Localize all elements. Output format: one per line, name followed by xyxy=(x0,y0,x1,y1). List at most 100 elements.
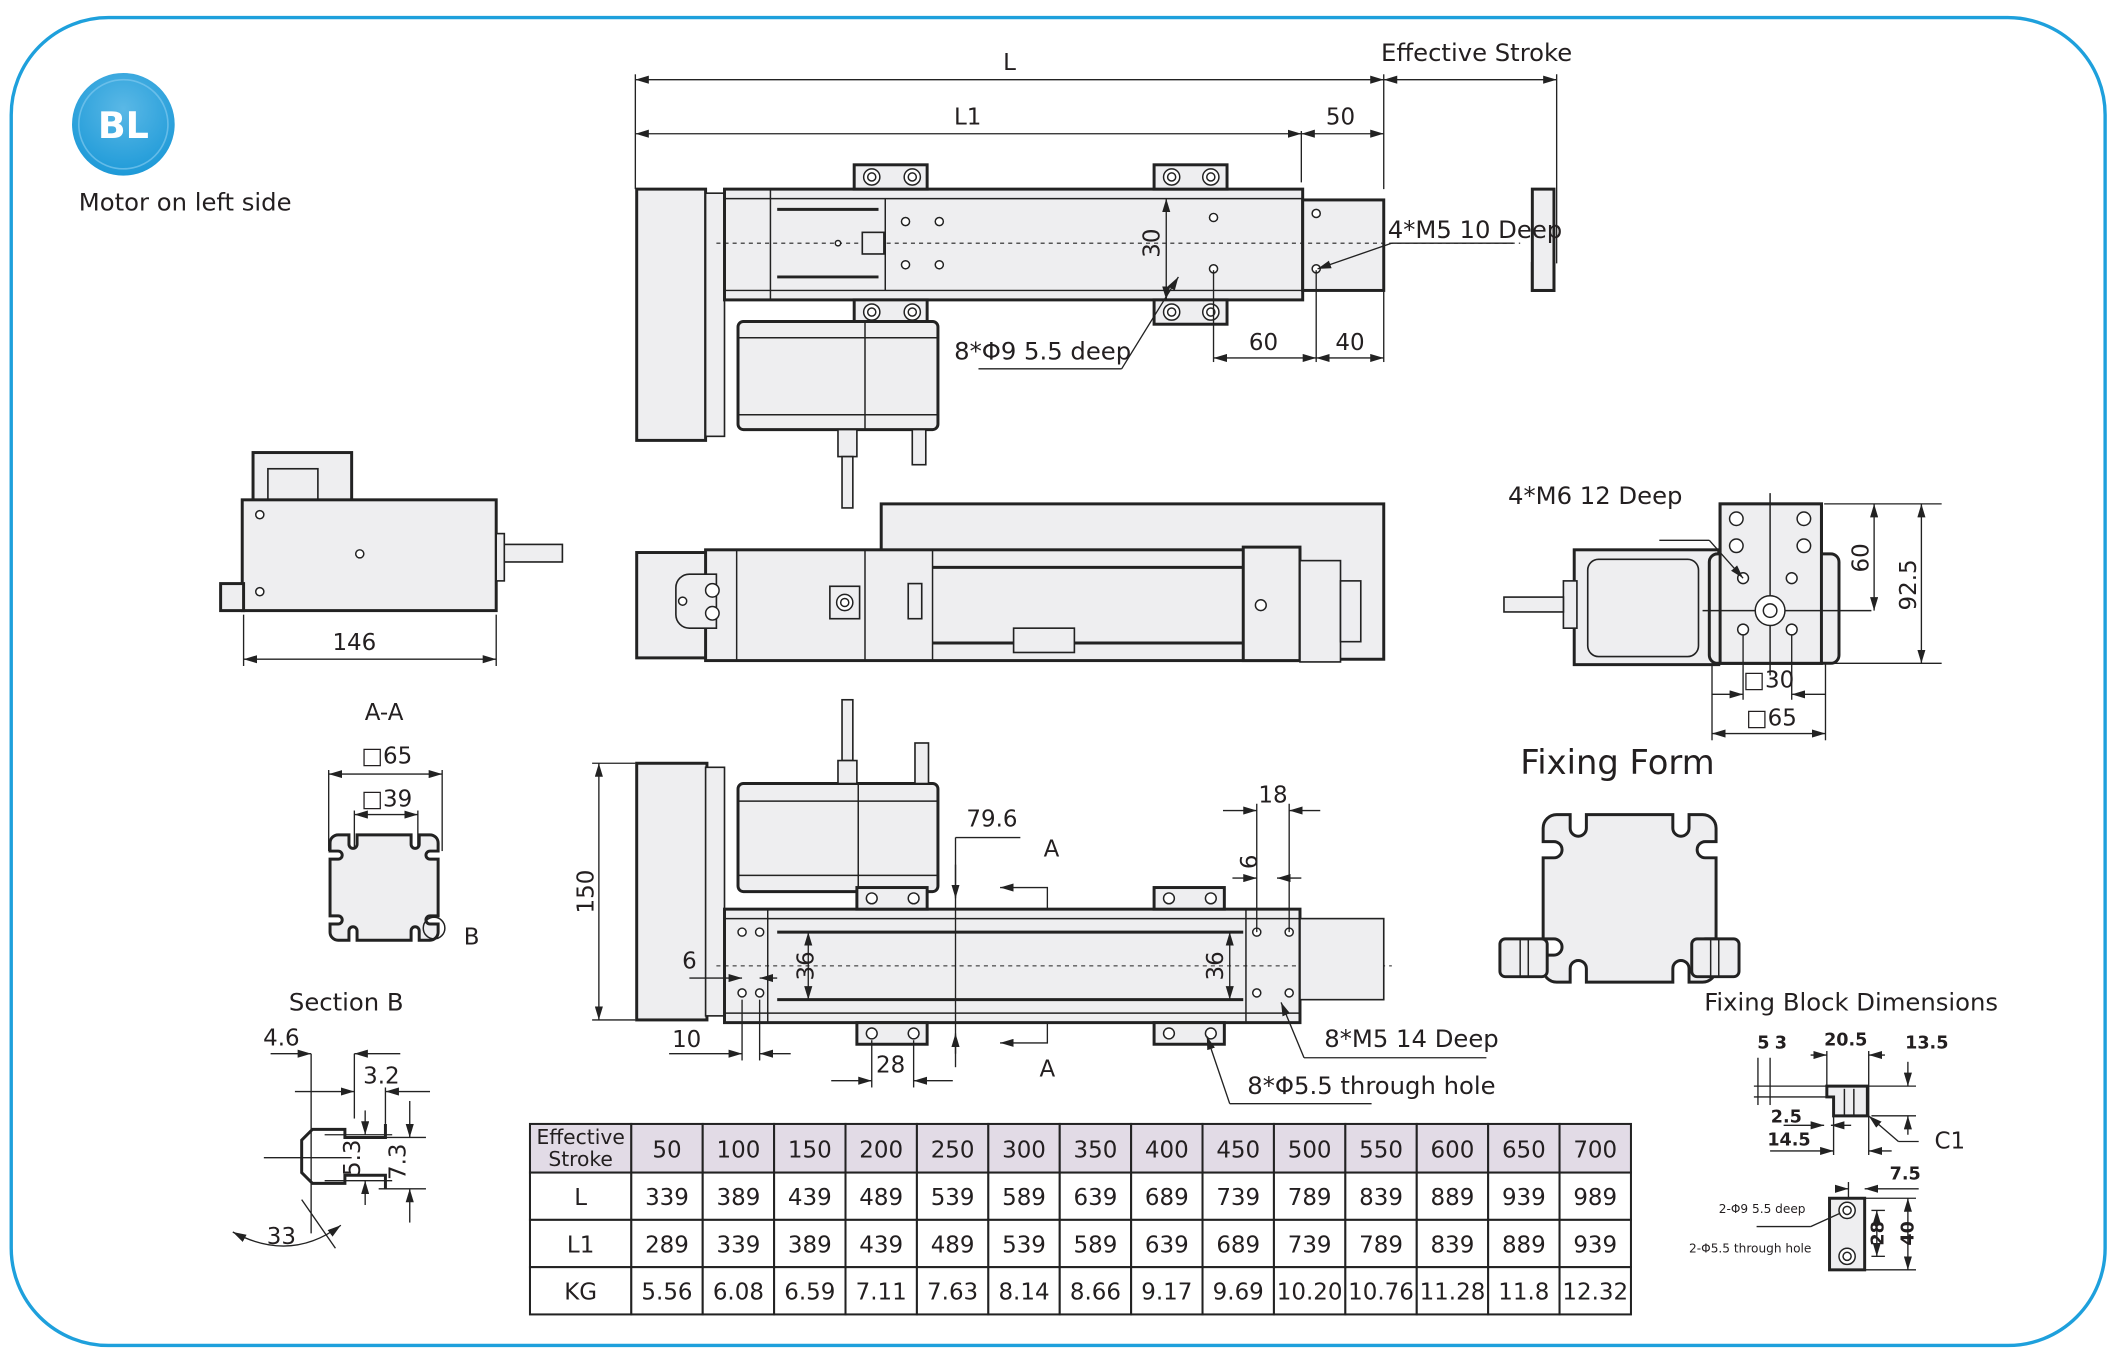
dim-3: 3 xyxy=(1775,1033,1787,1053)
table-cell xyxy=(987,1266,1061,1316)
table-cell-value: 12.32 xyxy=(1562,1280,1628,1306)
table-cell xyxy=(1130,1171,1204,1221)
dim-7-5: 7.5 xyxy=(1890,1164,1921,1184)
dim-13-5: 13.5 xyxy=(1905,1033,1948,1053)
section-b: Section B 4.6 3.2 5.3 7.3 33 xyxy=(232,987,431,1250)
dim-146: 146 xyxy=(332,630,376,656)
table-row-label: KG xyxy=(564,1280,597,1306)
fixing-block-dimensions: Fixing Block Dimensions 5 3 20.5 13.5 2.… xyxy=(1689,987,1998,1272)
dim-40-block: 40 xyxy=(1898,1221,1918,1245)
table-cell-value: 7.63 xyxy=(927,1280,978,1306)
table-cell xyxy=(1415,1266,1490,1316)
dim-6-right: 6 xyxy=(1237,855,1263,870)
table-cell-value: 6.08 xyxy=(713,1280,764,1306)
table-cell-value: 339 xyxy=(716,1232,760,1258)
table-cell xyxy=(1487,1218,1561,1269)
table-cell-value: 689 xyxy=(1216,1232,1260,1258)
marker-b: B xyxy=(464,924,480,950)
bottom-view: 150 79.6 A A 18 6 6 36 36 10 xyxy=(573,698,1499,1105)
table-header-stroke: 550 xyxy=(1359,1138,1403,1164)
dim-c1: C1 xyxy=(1934,1128,1965,1154)
dim-28-block: 28 xyxy=(1869,1221,1889,1245)
table-cell-value: 9.69 xyxy=(1213,1280,1264,1306)
dim-3-2: 3.2 xyxy=(363,1063,400,1089)
table-cell xyxy=(1344,1266,1418,1316)
dim-28: 28 xyxy=(876,1053,905,1079)
table-cell-value: 889 xyxy=(1431,1185,1475,1211)
table-header-stroke: 700 xyxy=(1573,1138,1617,1164)
table-cell-value: 739 xyxy=(1288,1232,1332,1258)
dim-20-5: 20.5 xyxy=(1824,1031,1867,1051)
dim-60-vertical: 60 xyxy=(1849,543,1875,572)
table-header-cell xyxy=(1201,1122,1275,1174)
dim-square-65: □65 xyxy=(1746,705,1797,731)
table-cell-value: 9.17 xyxy=(1141,1280,1192,1306)
table-row-label: L xyxy=(574,1185,587,1211)
table-cell-value: 839 xyxy=(1431,1232,1475,1258)
section-marker-a-top: A xyxy=(1044,836,1060,862)
dim-36-left: 36 xyxy=(794,951,820,980)
table-cell-value: 389 xyxy=(788,1232,832,1258)
top-view: L L1 50 Effective Stroke xyxy=(634,38,1572,509)
table-cell-value: 939 xyxy=(1573,1232,1617,1258)
table-cell xyxy=(1058,1266,1133,1316)
note-4m6-12-deep: 4*M6 12 Deep xyxy=(1508,481,1682,510)
effective-stroke-label: Effective Stroke xyxy=(1381,38,1572,67)
table-header-cell xyxy=(1130,1122,1204,1174)
table-cell-value: 489 xyxy=(931,1232,975,1258)
table-cell-value: 689 xyxy=(1145,1185,1189,1211)
section-aa: A-A □65 □39 B xyxy=(328,700,480,950)
table-header-cell xyxy=(773,1122,847,1174)
fixing-form-title: Fixing Form xyxy=(1520,743,1714,782)
dim-30: 30 xyxy=(1139,229,1165,258)
dim-square-30: □30 xyxy=(1743,668,1794,694)
table-cell xyxy=(1487,1171,1561,1221)
table-row-label: L1 xyxy=(567,1232,594,1258)
dim-92-5: 92.5 xyxy=(1896,559,1922,610)
dim-18: 18 xyxy=(1258,782,1287,808)
table-cell-value: 289 xyxy=(645,1232,689,1258)
badge: BL xyxy=(72,72,175,176)
dim-36-right: 36 xyxy=(1203,951,1229,980)
table-header-cell xyxy=(701,1122,776,1174)
table-cell-value: 639 xyxy=(1074,1185,1118,1211)
table-cell-value: 489 xyxy=(859,1185,903,1211)
table-cell xyxy=(1487,1266,1561,1316)
dim-5-3: 5.3 xyxy=(340,1139,366,1176)
dim-150: 150 xyxy=(573,870,599,914)
page-frame xyxy=(9,15,2107,1348)
table-header-label: Stroke xyxy=(548,1147,613,1171)
table-cell-value: 10.20 xyxy=(1277,1280,1343,1306)
section-marker-a-bottom: A xyxy=(1040,1057,1056,1083)
table-cell xyxy=(630,1218,704,1269)
table-header-stroke: 450 xyxy=(1216,1138,1260,1164)
section-aa-title: A-A xyxy=(365,700,404,726)
table-cell xyxy=(915,1266,990,1316)
table-cell xyxy=(773,1218,847,1269)
table-cell xyxy=(630,1171,704,1221)
table-header-label: Effective xyxy=(536,1125,624,1149)
dim-7-3: 7.3 xyxy=(386,1144,412,1181)
dim-50: 50 xyxy=(1326,104,1355,130)
table-header-cell xyxy=(987,1122,1061,1174)
badge-text: BL xyxy=(98,104,149,147)
table-row-label-cell xyxy=(528,1218,633,1269)
table-header-stroke: 650 xyxy=(1502,1138,1546,1164)
table-cell xyxy=(1558,1266,1632,1316)
table-cell-value: 589 xyxy=(1002,1185,1046,1211)
table-header-stroke: 200 xyxy=(859,1138,903,1164)
table-cell-value: 939 xyxy=(1502,1185,1546,1211)
fixing-form: Fixing Form xyxy=(1498,743,1741,984)
note-4m5-10-deep: 4*M5 10 Deep xyxy=(1388,215,1562,244)
table-cell-value: 7.11 xyxy=(856,1280,907,1306)
fixing-block-title: Fixing Block Dimensions xyxy=(1704,987,1998,1016)
dim-4-6: 4.6 xyxy=(263,1026,300,1052)
table-cell xyxy=(1201,1218,1275,1269)
note-2phi5-5-through-hole: 2-Φ5.5 through hole xyxy=(1689,1241,1811,1255)
dim-5: 5 xyxy=(1757,1033,1769,1053)
dim-14-5: 14.5 xyxy=(1767,1131,1810,1151)
table-cell-value: 789 xyxy=(1288,1185,1332,1211)
table-cell xyxy=(1558,1171,1632,1221)
table-cell-value: 539 xyxy=(931,1185,975,1211)
